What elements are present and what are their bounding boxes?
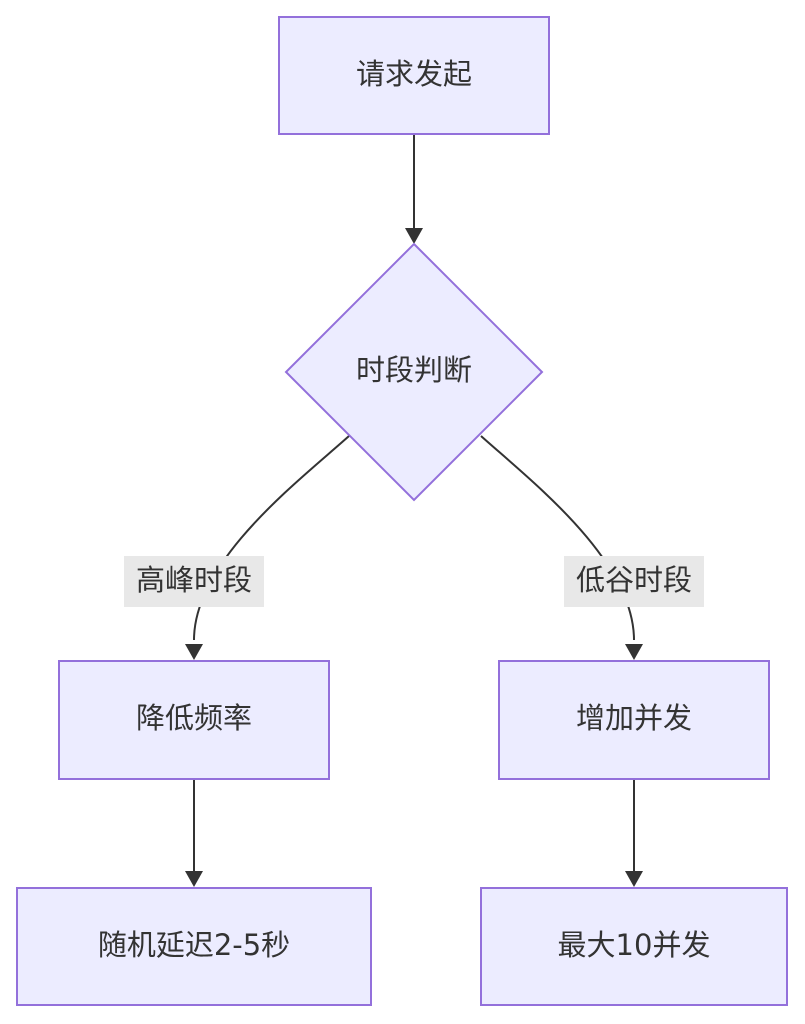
- node-random-delay-label: 随机延迟2-5秒: [98, 928, 290, 962]
- node-increase-concurrency: 增加并发: [498, 660, 770, 780]
- edge-label-off-peak: 低谷时段: [564, 556, 704, 607]
- node-increase-concurrency-label: 增加并发: [576, 701, 692, 735]
- node-decision-label: 时段判断: [356, 353, 472, 387]
- arrowhead-icon: [185, 644, 203, 660]
- edge-decision-to-lower-rate: [193, 435, 350, 641]
- edge-label-off-peak-text: 低谷时段: [576, 563, 692, 597]
- edge-label-peak-text: 高峰时段: [136, 563, 252, 597]
- node-decision: 时段判断: [284, 242, 544, 502]
- node-max-concurrency-label: 最大10并发: [558, 928, 711, 962]
- arrowhead-icon: [625, 871, 643, 887]
- edge-decision-to-increase-concurrency: [480, 435, 635, 641]
- node-start: 请求发起: [278, 16, 550, 135]
- arrowhead-icon: [625, 644, 643, 660]
- node-lower-rate: 降低频率: [58, 660, 330, 780]
- node-lower-rate-label: 降低频率: [136, 701, 252, 735]
- node-max-concurrency: 最大10并发: [480, 887, 788, 1006]
- node-start-label: 请求发起: [356, 57, 472, 91]
- arrowhead-icon: [405, 228, 423, 244]
- edge-label-peak: 高峰时段: [124, 556, 264, 607]
- node-random-delay: 随机延迟2-5秒: [16, 887, 372, 1006]
- edges: [185, 135, 643, 887]
- arrowhead-icon: [185, 871, 203, 887]
